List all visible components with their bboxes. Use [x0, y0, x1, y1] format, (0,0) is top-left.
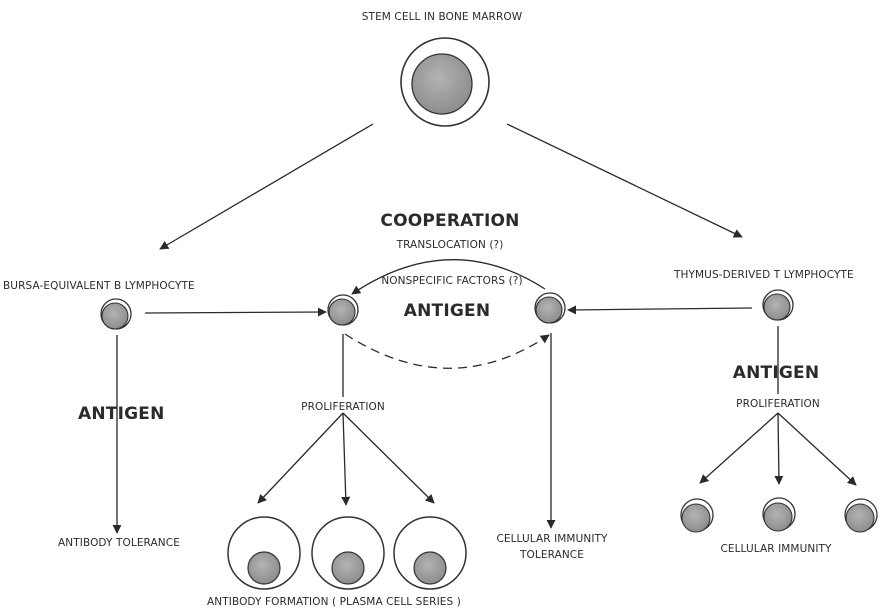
- arrow-prolif-to-t-3: [777, 412, 857, 486]
- cooperation-dashed-bottom: [344, 333, 550, 369]
- antigen-right-label: ANTIGEN: [732, 363, 820, 383]
- arrow-t-to-center: [567, 305, 753, 315]
- antigen-center-label: ANTIGEN: [403, 301, 491, 321]
- arrow-stem-to-t-lymphocyte: [506, 123, 743, 238]
- plasma-cell: [311, 516, 385, 590]
- plasma-cell: [227, 516, 301, 590]
- cellular-immunity-tolerance-line2: TOLERANCE: [520, 549, 584, 561]
- arrow-stem-to-b-lymphocyte: [159, 123, 374, 250]
- arrow-prolif-to-plasma-2: [341, 412, 351, 506]
- cooperation-label: COOPERATION: [380, 211, 520, 231]
- arrow-prolif-to-t-1: [699, 412, 779, 484]
- cooperation-arrow-top: [351, 259, 546, 295]
- proliferation-left-label: PROLIFERATION: [301, 401, 385, 413]
- effector-t-cell: [844, 498, 878, 533]
- cellular-immunity-label: CELLULAR IMMUNITY: [720, 543, 832, 555]
- proliferation-right-label: PROLIFERATION: [736, 398, 820, 410]
- antigen-left-label: ANTIGEN: [78, 404, 165, 424]
- t-lymphocyte-cell: [762, 289, 794, 321]
- b-lymphocyte-cell: [100, 298, 132, 330]
- nonspecific-factors-label: NONSPECIFIC FACTORS (?): [381, 275, 523, 287]
- antibody-formation-label: ANTIBODY FORMATION ( PLASMA CELL SERIES …: [207, 596, 461, 608]
- b-lymphocyte-label: BURSA-EQUIVALENT B LYMPHOCYTE: [3, 280, 195, 292]
- arrow-b-to-center: [144, 307, 327, 317]
- effector-t-cell: [680, 498, 714, 533]
- stem-cell-label: STEM CELL IN BONE MARROW: [361, 11, 523, 23]
- antibody-tolerance-label: ANTIBODY TOLERANCE: [58, 537, 180, 549]
- arrow-prolif-to-plasma-1: [257, 412, 344, 504]
- stem-cell: [400, 37, 490, 127]
- t-lymphocyte-label: THYMUS-DERIVED T LYMPHOCYTE: [674, 269, 854, 281]
- cellular-immunity-tolerance-line1: CELLULAR IMMUNITY: [496, 533, 608, 545]
- effector-t-cell: [762, 497, 796, 532]
- activated-t-cell: [534, 292, 566, 324]
- translocation-label: TRANSLOCATION (?): [396, 239, 504, 251]
- activated-b-cell: [327, 294, 359, 326]
- plasma-cell: [393, 516, 467, 590]
- arrow-prolif-to-t-2: [774, 412, 784, 485]
- arrow-prolif-to-plasma-3: [342, 412, 435, 504]
